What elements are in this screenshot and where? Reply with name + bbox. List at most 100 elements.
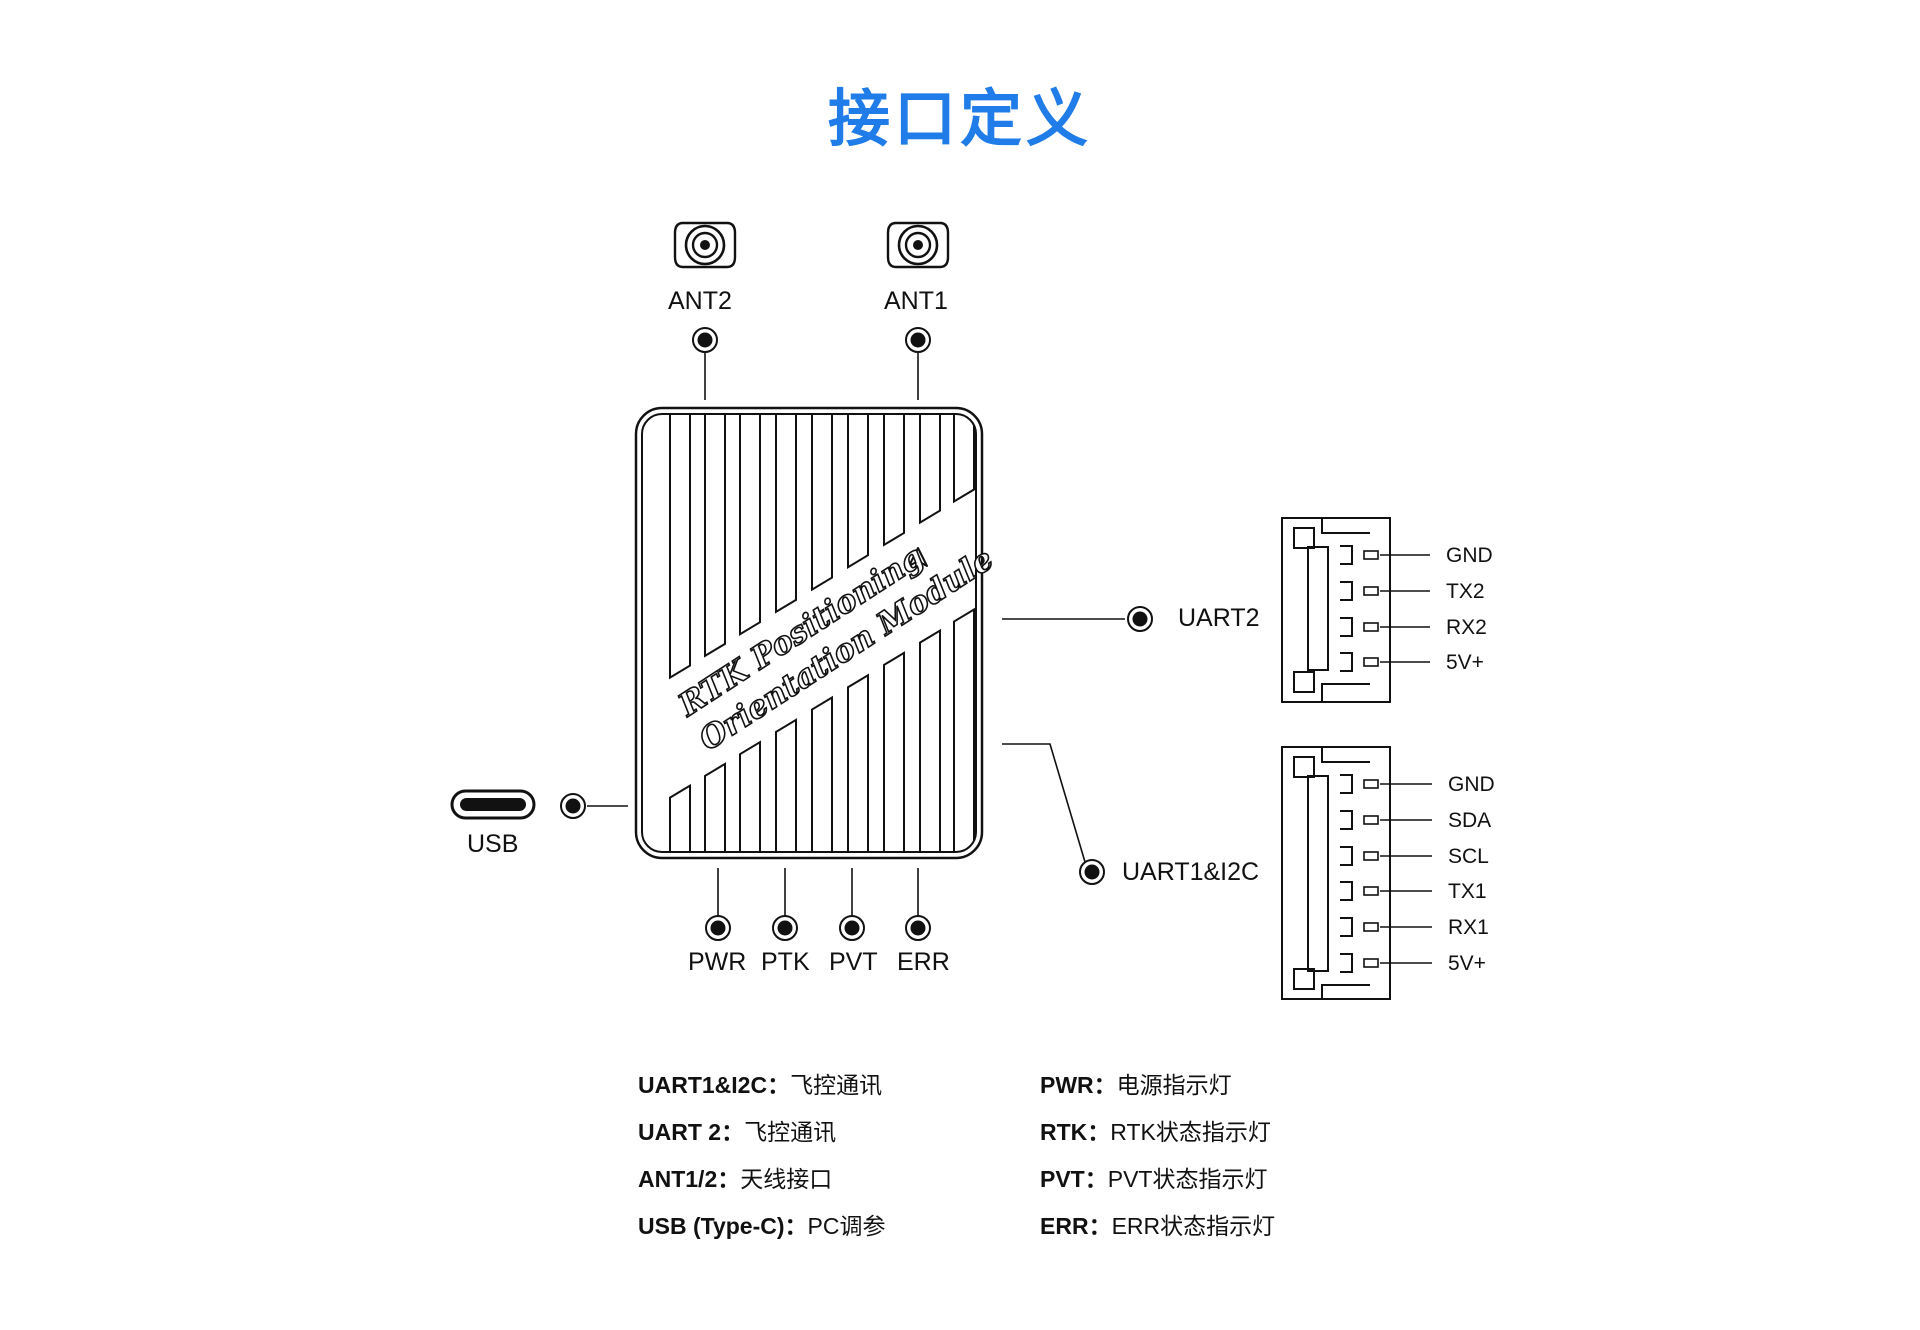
- legend-key: RTK: [1040, 1119, 1088, 1145]
- legend-item: PWR：电源指示灯: [1040, 1074, 1232, 1097]
- legend-key: UART1&I2C: [638, 1072, 768, 1098]
- heatsink-fin-lower: [704, 762, 726, 852]
- uart1-pin-scl: SCL: [1448, 845, 1489, 868]
- uart2-pin-tx2: TX2: [1446, 580, 1485, 603]
- port-markers: [560, 327, 1153, 941]
- port-marker-icon: [839, 915, 865, 941]
- connector-pin: [1340, 774, 1432, 794]
- legend-value: 飞控通讯: [790, 1072, 883, 1098]
- legend-item: UART1&I2C：飞控通讯: [638, 1074, 882, 1097]
- legend-key: PWR: [1040, 1072, 1094, 1098]
- heatsink-fin-lower: [919, 628, 941, 852]
- uart1-i2c-label: UART1&I2C: [1122, 858, 1260, 886]
- module-body: RTK Positioning Orientation Module: [634, 406, 1001, 860]
- uart2-pin-5v: 5V+: [1446, 651, 1484, 674]
- heatsink-fin-lower: [953, 607, 975, 852]
- heatsink-fin-lower: [847, 673, 869, 852]
- heatsink-fin-lower: [669, 783, 691, 852]
- sma-connector-icon: [673, 221, 737, 269]
- uart2-pin-rx2: RX2: [1446, 616, 1487, 639]
- port-marker-icon: [1079, 859, 1105, 885]
- legend-key: USB (Type-C): [638, 1213, 785, 1239]
- heatsink-fin-upper: [739, 414, 761, 636]
- arrow-logo-icon: [908, 547, 928, 567]
- pvt-label: PVT: [829, 948, 878, 976]
- port-marker-icon: [692, 327, 718, 353]
- legend-separator: ：: [1088, 1213, 1112, 1239]
- leader-lines: [587, 353, 1125, 916]
- legend-separator: ：: [1084, 1166, 1108, 1192]
- legend-separator: ：: [1093, 1072, 1117, 1098]
- ant1-label: ANT1: [884, 287, 948, 315]
- legend-value: ERR状态指示灯: [1111, 1213, 1276, 1239]
- connector-pin: [1340, 652, 1430, 672]
- heatsink-fin-upper: [883, 414, 905, 547]
- legend-item: RTK：RTK状态指示灯: [1040, 1121, 1271, 1144]
- legend-separator: ：: [1087, 1119, 1111, 1145]
- heatsink-fin-lower: [775, 718, 797, 852]
- uart1-i2c-connector: [1281, 746, 1432, 1000]
- connector-pin: [1340, 581, 1430, 601]
- legend-separator: ：: [717, 1166, 741, 1192]
- legend-value: RTK状态指示灯: [1110, 1119, 1271, 1145]
- legend-value: 天线接口: [740, 1166, 833, 1192]
- legend-value: 电源指示灯: [1116, 1072, 1232, 1098]
- connector-pin: [1340, 545, 1430, 565]
- connector-pin: [1340, 617, 1430, 637]
- module-label: RTK Positioning Orientation Module: [671, 538, 1001, 759]
- legend-key: PVT: [1040, 1166, 1085, 1192]
- heatsink-fin-upper: [775, 414, 797, 614]
- legend-value: 飞控通讯: [744, 1119, 837, 1145]
- port-marker-icon: [1127, 606, 1153, 632]
- legend-value: PC调参: [807, 1213, 886, 1239]
- connector-pin: [1340, 846, 1432, 866]
- uart1-pin-rx1: RX1: [1448, 916, 1489, 939]
- usb-c-port-icon: [450, 789, 536, 820]
- uart1-pin-gnd: GND: [1448, 773, 1495, 796]
- heatsink-fin-lower: [883, 651, 905, 852]
- uart2-label: UART2: [1178, 604, 1260, 632]
- port-marker-icon: [705, 915, 731, 941]
- connector-pin: [1340, 881, 1432, 901]
- connector-pin: [1340, 810, 1432, 830]
- heatsink-fin-upper: [811, 414, 833, 592]
- heatsink-fin-upper: [847, 414, 869, 570]
- legend-value: PVT状态指示灯: [1107, 1166, 1268, 1192]
- pwr-label: PWR: [688, 948, 747, 976]
- legend-key: ANT1/2: [638, 1166, 718, 1192]
- err-label: ERR: [897, 948, 950, 976]
- legend-item: ERR：ERR状态指示灯: [1040, 1215, 1275, 1238]
- legend-item: USB (Type-C)：PC调参: [638, 1215, 885, 1238]
- uart1-pin-tx1: TX1: [1448, 880, 1487, 903]
- uart1-pin-5v: 5V+: [1448, 952, 1486, 975]
- legend-item: UART 2：飞控通讯: [638, 1121, 836, 1144]
- heatsink-fin-upper: [919, 414, 941, 525]
- heatsink-fins: [669, 414, 975, 852]
- uart2-connector: [1281, 517, 1430, 703]
- heatsink-fin-upper: [669, 414, 691, 680]
- heatsink-fin-upper: [704, 414, 726, 658]
- heatsink-fin-lower: [811, 695, 833, 852]
- uart1-pin-sda: SDA: [1448, 809, 1492, 832]
- legend-key: ERR: [1040, 1213, 1089, 1239]
- uart2-pin-gnd: GND: [1446, 544, 1493, 567]
- usb-label: USB: [467, 830, 519, 858]
- legend-item: PVT：PVT状态指示灯: [1040, 1168, 1267, 1191]
- legend-item: ANT1/2：天线接口: [638, 1168, 832, 1191]
- legend-separator: ：: [784, 1213, 808, 1239]
- port-marker-icon: [905, 915, 931, 941]
- port-marker-icon: [772, 915, 798, 941]
- page-title: 接口定义: [827, 82, 1092, 155]
- heatsink-fin-upper: [953, 414, 975, 504]
- legend-separator: ：: [767, 1072, 791, 1098]
- sma-connector-icon: [886, 221, 950, 269]
- heatsink-fin-lower: [739, 740, 761, 852]
- legend-key: UART 2: [638, 1119, 722, 1145]
- legend-separator: ：: [721, 1119, 745, 1145]
- port-marker-icon: [560, 793, 586, 819]
- connector-pin: [1340, 953, 1432, 973]
- connector-pin: [1340, 917, 1432, 937]
- ptk-label: PTK: [761, 948, 810, 976]
- ant2-label: ANT2: [668, 287, 732, 315]
